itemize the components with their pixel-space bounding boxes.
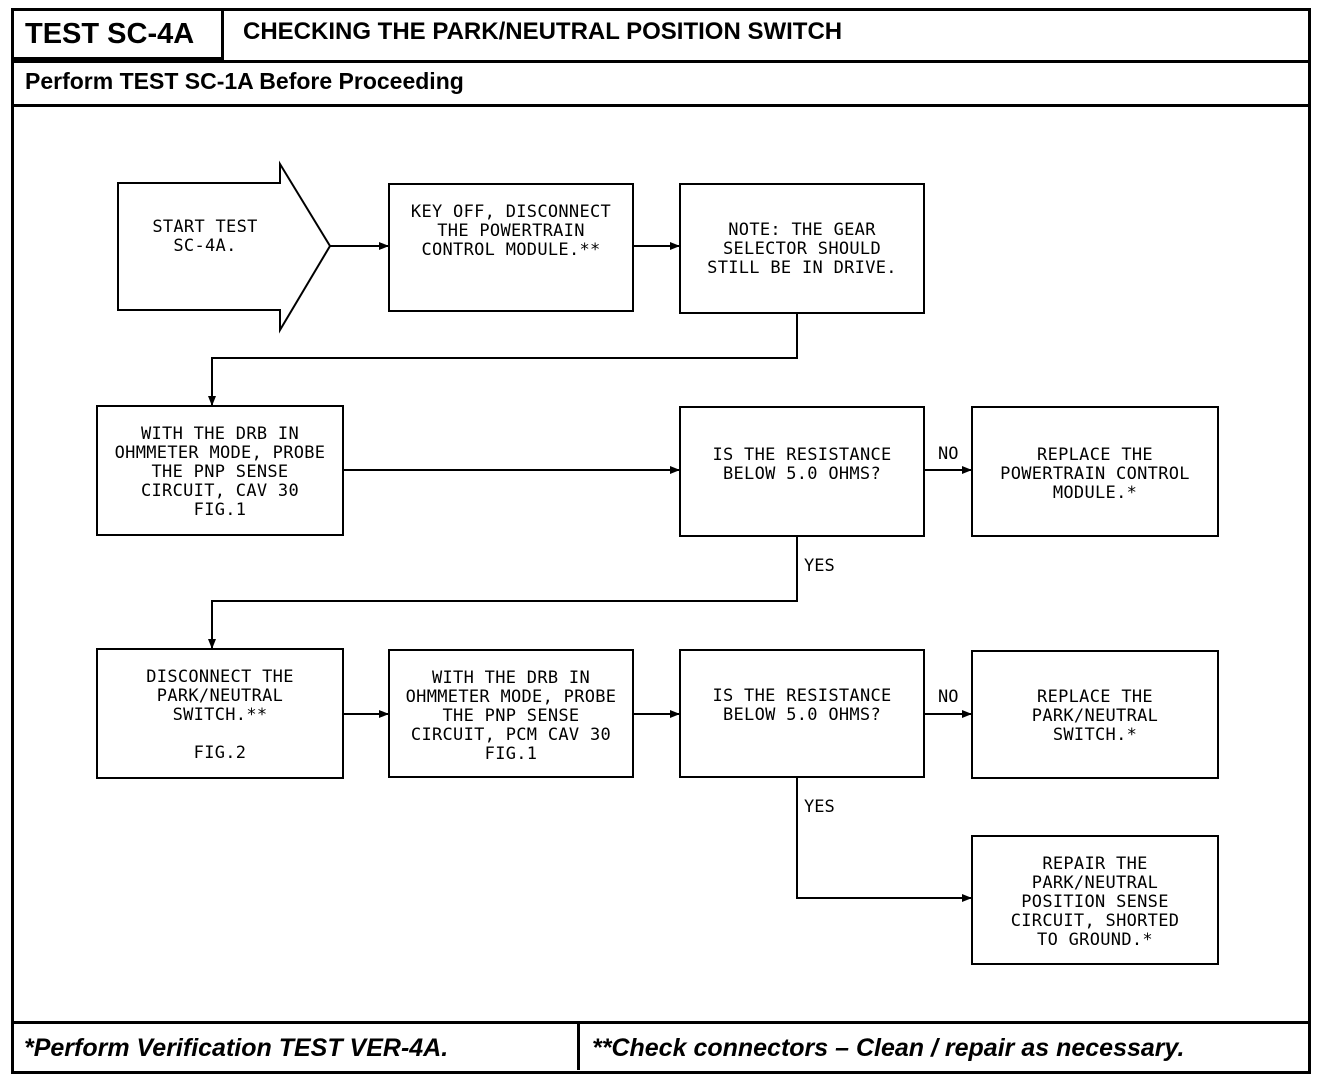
question-line: IS THE RESISTANCE: [712, 686, 892, 706]
step-note-box: NOTE: THE GEAR SELECTOR SHOULD STILL BE …: [679, 183, 925, 314]
step-line: OHMMETER MODE, PROBE: [114, 443, 326, 463]
repair-circuit-box: REPAIR THE PARK/NEUTRAL POSITION SENSE C…: [971, 835, 1219, 965]
step-line: POSITION SENSE: [1021, 892, 1169, 912]
step-line: CIRCUIT, CAV 30: [140, 481, 300, 501]
probe-pcm-cav30-box: WITH THE DRB IN OHMMETER MODE, PROBE THE…: [388, 649, 634, 778]
subtitle: Perform TEST SC-1A Before Proceeding: [25, 68, 464, 94]
disconnect-switch-box: DISCONNECT THE PARK/NEUTRAL SWITCH.** FI…: [96, 648, 344, 779]
step-line: STILL BE IN DRIVE.: [707, 258, 897, 278]
start-arrow-shape: [117, 160, 332, 334]
step-line: WITH THE DRB IN: [140, 424, 300, 444]
start-line: SC-4A.: [173, 236, 237, 256]
step-line: NOTE: THE GEAR: [728, 220, 876, 240]
step-line: CONTROL MODULE.**: [421, 240, 601, 260]
question-line: IS THE RESISTANCE: [712, 445, 892, 465]
step-line: REPLACE THE: [1037, 445, 1153, 465]
step-line: [98, 725, 342, 744]
step-line: FIG.2: [193, 743, 247, 763]
step-line: SWITCH.**: [172, 705, 268, 725]
step-key-off-box: KEY OFF, DISCONNECT THE POWERTRAIN CONTR…: [388, 183, 634, 312]
step-line: PARK/NEUTRAL: [1031, 706, 1159, 726]
step-line: PARK/NEUTRAL: [1031, 873, 1159, 893]
step-line: FIG.1: [193, 500, 247, 520]
subtitle-divider: [11, 104, 1311, 107]
start-line: START TEST: [152, 217, 258, 237]
replace-switch-box: REPLACE THE PARK/NEUTRAL SWITCH.*: [971, 650, 1219, 779]
footer-vertical-divider: [577, 1022, 580, 1070]
connector-question1-yes: [208, 537, 798, 649]
no-label: NO: [938, 687, 959, 707]
step-line: THE PNP SENSE: [151, 462, 289, 482]
footer-divider: [11, 1021, 1311, 1024]
step-line: PARK/NEUTRAL: [156, 686, 284, 706]
step-line: TO GROUND.*: [1037, 930, 1153, 950]
step-line: SWITCH.*: [1052, 725, 1138, 745]
step-line: CIRCUIT, SHORTED: [1010, 911, 1180, 931]
step-line: REPAIR THE: [1042, 854, 1148, 874]
step-line: FIG.1: [484, 744, 538, 764]
step-line: REPLACE THE: [1037, 687, 1153, 707]
step-line: MODULE.*: [1052, 483, 1138, 503]
step-line: WITH THE DRB IN: [431, 668, 591, 688]
step-line: THE POWERTRAIN: [437, 221, 585, 241]
header-divider: [11, 60, 1311, 63]
test-id: TEST SC-4A: [11, 8, 224, 60]
step-line: SELECTOR SHOULD: [722, 239, 882, 259]
no-label: NO: [938, 444, 959, 464]
step-probe-cav30-box: WITH THE DRB IN OHMMETER MODE, PROBE THE…: [96, 405, 344, 536]
yes-label: YES: [804, 797, 835, 817]
yes-label: YES: [804, 556, 835, 576]
footer-verification-note: *Perform Verification TEST VER-4A.: [24, 1034, 449, 1062]
page-frame: [11, 8, 1311, 1074]
question2-box: IS THE RESISTANCE BELOW 5.0 OHMS?: [679, 649, 925, 778]
page-title: CHECKING THE PARK/NEUTRAL POSITION SWITC…: [243, 18, 843, 45]
step-line: KEY OFF, DISCONNECT: [410, 202, 612, 222]
step-line: DISCONNECT THE: [146, 667, 294, 687]
footer-connector-note: **Check connectors – Clean / repair as n…: [592, 1034, 1185, 1062]
step-line: THE PNP SENSE: [442, 706, 580, 726]
question-line: BELOW 5.0 OHMS?: [722, 464, 882, 484]
step-line: CIRCUIT, PCM CAV 30: [410, 725, 612, 745]
step-line: OHMMETER MODE, PROBE: [405, 687, 617, 707]
step-line: POWERTRAIN CONTROL: [1000, 464, 1190, 484]
connector-question2-yes: [796, 778, 972, 902]
replace-pcm-box: REPLACE THE POWERTRAIN CONTROL MODULE.*: [971, 406, 1219, 537]
connector-note-to-probe: [208, 314, 798, 406]
question-line: BELOW 5.0 OHMS?: [722, 705, 882, 725]
start-test-label: START TEST SC-4A.: [130, 218, 280, 278]
question1-box: IS THE RESISTANCE BELOW 5.0 OHMS?: [679, 406, 925, 537]
